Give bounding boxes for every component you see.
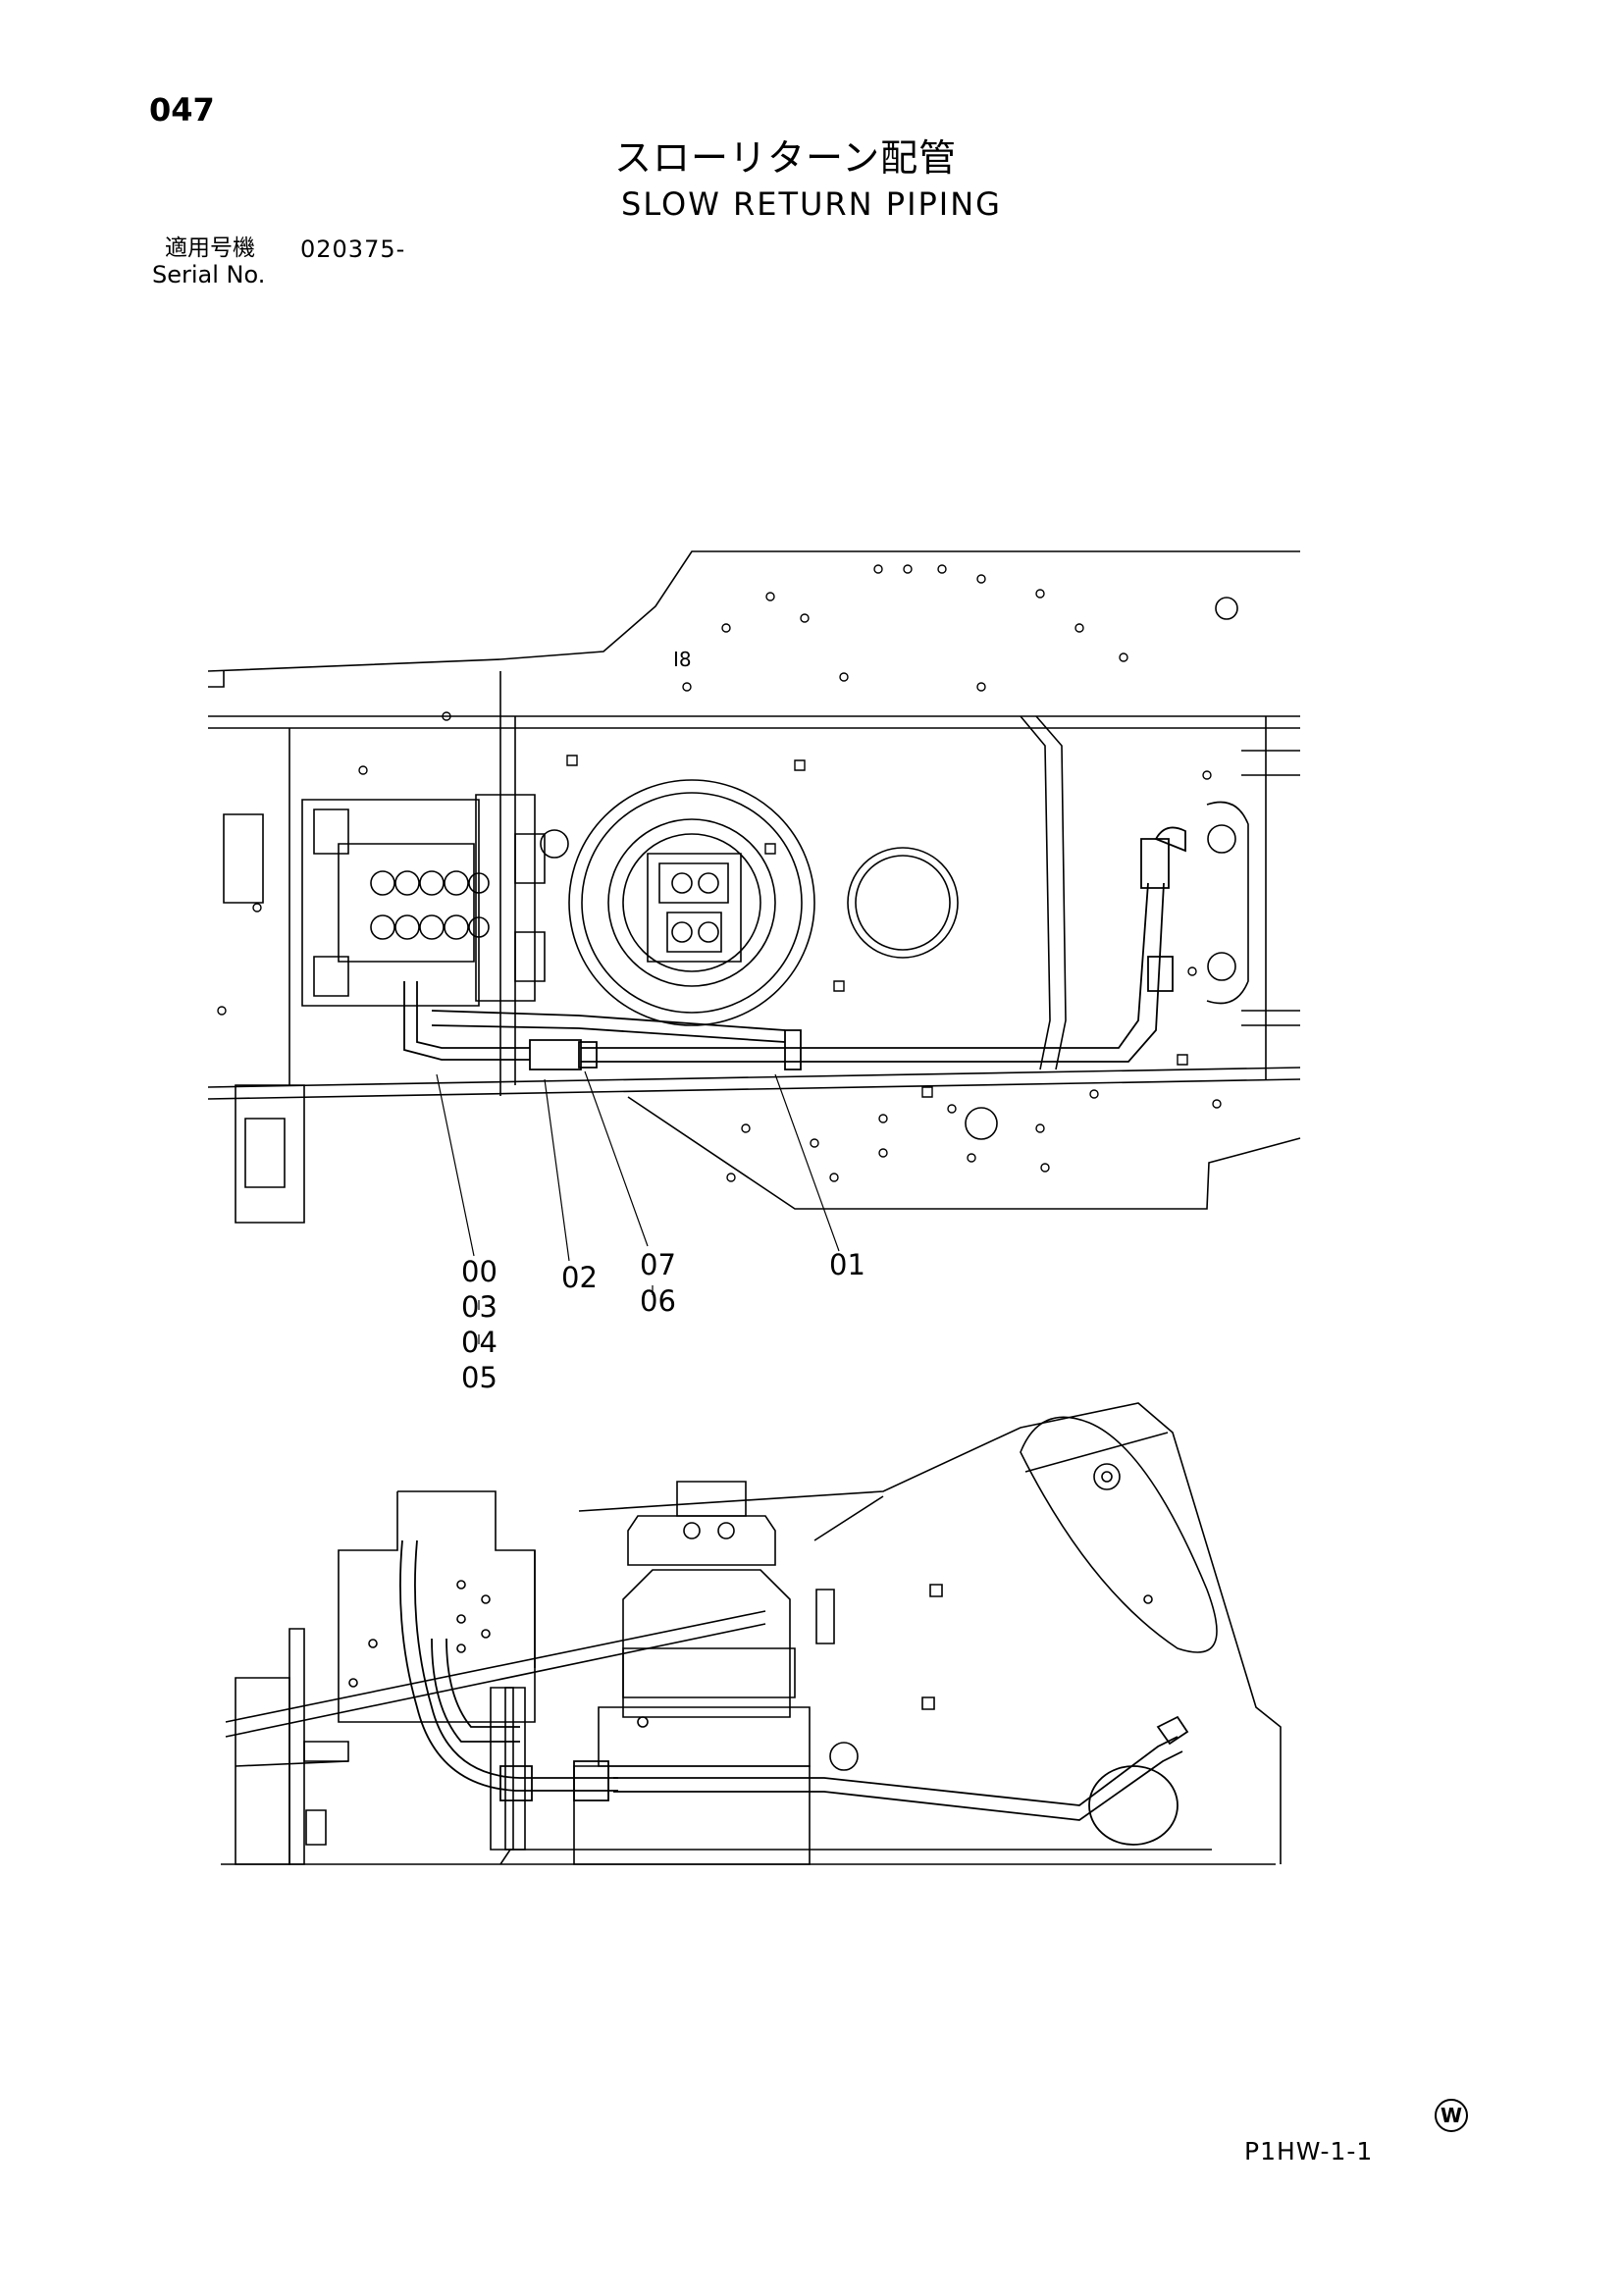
callout-07: 07 <box>640 1248 676 1281</box>
watermark-symbol: W <box>1435 2099 1468 2132</box>
callout-05: 05 <box>461 1361 498 1394</box>
slow-return-pipe-top <box>404 827 1185 1069</box>
callout-06: 06 <box>640 1284 676 1318</box>
page-number: 047 <box>149 91 215 129</box>
bolt-holes <box>218 565 1221 1181</box>
serial-label-english: Serial No. <box>152 261 266 288</box>
callout-03: 03 <box>461 1290 498 1324</box>
serial-number-value: 020375- <box>300 235 406 263</box>
callout-04: 04 <box>461 1326 498 1359</box>
callout-02: 02 <box>561 1261 598 1294</box>
callout-00: 00 <box>461 1255 498 1288</box>
title-japanese: スローリターン配管 <box>614 136 958 180</box>
swing-bearing <box>541 598 1237 1139</box>
frame-outline <box>208 551 1300 1223</box>
side-view-drawing <box>221 1403 1281 1864</box>
title-english: SLOW RETURN PIPING <box>621 185 1002 223</box>
leader-lines <box>437 1071 839 1344</box>
serial-label-japanese: 適用号機 <box>165 235 255 261</box>
control-valve <box>224 795 545 1006</box>
callout-01: 01 <box>829 1248 865 1281</box>
document-code: P1HW-1-1 <box>1244 2137 1374 2165</box>
inner-mark-label: I8 <box>673 648 692 671</box>
